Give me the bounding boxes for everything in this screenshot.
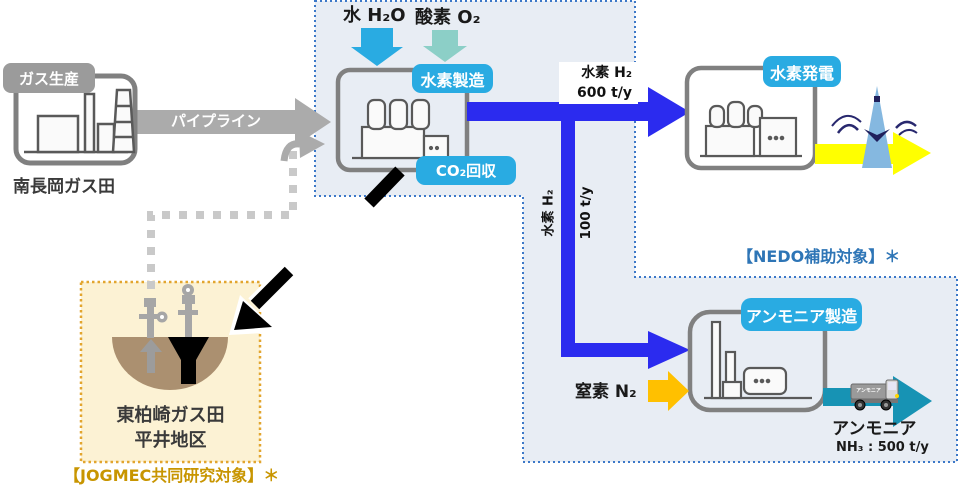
pipeline-arrow bbox=[137, 98, 331, 146]
pipeline-label: パイプライン bbox=[170, 112, 261, 131]
water-feed-label: 水 H₂O bbox=[343, 5, 406, 26]
co2-capture-pill: CO₂回収 bbox=[416, 156, 516, 185]
h2-to-power-infobox: 水素 H₂ 600 t/y bbox=[559, 62, 638, 104]
hydrogen-power-pill-label: 水素発電 bbox=[769, 63, 834, 83]
nitrogen-feed-label: 窒素 N₂ bbox=[575, 382, 637, 402]
transmission-tower-icon bbox=[831, 86, 918, 168]
tank-truck-icon bbox=[850, 379, 899, 411]
ammonia-product-label: アンモニア bbox=[832, 419, 917, 439]
oxygen-feed-label: 酸素 O₂ bbox=[415, 7, 481, 28]
h2-down-amount: 100 t/y bbox=[578, 186, 594, 240]
co2-capture-pill-label: CO₂回収 bbox=[435, 162, 497, 180]
gas-production-pill: ガス生産 bbox=[3, 63, 95, 93]
ammonia-amount-label: NH₃ : 500 t/y bbox=[836, 440, 929, 455]
h2-to-power-line1: 水素 H₂ bbox=[581, 65, 632, 81]
ammonia-production-pill-label: アンモニア製造 bbox=[745, 306, 858, 326]
hydrogen-power-box bbox=[684, 65, 818, 171]
gas-field-dome bbox=[112, 284, 228, 390]
hydrogen-plant-icon bbox=[352, 98, 456, 160]
injection-wellhead-icon bbox=[168, 284, 209, 384]
hydrogen-production-pill-label: 水素製造 bbox=[420, 70, 485, 90]
water-arrow-icon bbox=[351, 28, 403, 66]
h2-down-label: 水素 H₂ bbox=[541, 189, 557, 237]
jogmec-panel bbox=[79, 280, 262, 464]
nedo-note: 【NEDO補助対象】＊ bbox=[737, 247, 901, 266]
kashiwazaki-field-line2: 平井地区 bbox=[134, 430, 207, 451]
nitrogen-arrow-icon bbox=[648, 371, 689, 411]
gas-production-pill-label: ガス生産 bbox=[18, 69, 79, 88]
power-plant-icon bbox=[700, 100, 802, 158]
ammonia-production-pill: アンモニア製造 bbox=[741, 298, 862, 331]
ammonia-plant-icon bbox=[704, 320, 812, 400]
hydrogen-production-pill: 水素製造 bbox=[412, 64, 493, 93]
h2-arrow-to-ammonia bbox=[561, 121, 690, 369]
h2-arrow-to-power bbox=[467, 87, 690, 137]
nagaoka-field-label: 南長岡ガス田 bbox=[13, 177, 115, 197]
jogmec-note: 【JOGMEC共同研究対象】＊ bbox=[64, 466, 280, 485]
oxygen-arrow-icon bbox=[423, 30, 467, 62]
production-wellhead-icon bbox=[139, 298, 168, 373]
kashiwazaki-field-line1: 東柏崎ガス田 bbox=[116, 405, 225, 426]
gas-plant-icon bbox=[24, 88, 136, 154]
co2-injection-arrow bbox=[229, 166, 405, 335]
hydrogen-power-pill: 水素発電 bbox=[763, 56, 841, 87]
h2-to-power-line2: 600 t/y bbox=[576, 85, 632, 101]
dotted-gas-line bbox=[147, 131, 325, 297]
truck-body-label: アンモニア bbox=[856, 388, 881, 394]
